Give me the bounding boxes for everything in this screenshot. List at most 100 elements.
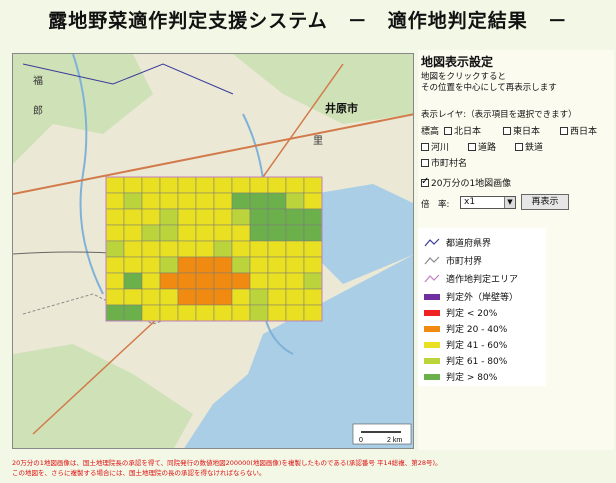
judgement-cell[interactable] [105, 256, 125, 274]
judgement-cell[interactable] [123, 176, 143, 194]
judgement-cell[interactable] [213, 240, 233, 258]
judgement-cell[interactable] [141, 224, 161, 242]
judgement-cell[interactable] [249, 208, 269, 226]
judgement-cell[interactable] [285, 272, 305, 290]
judgement-cell[interactable] [285, 176, 305, 194]
judgement-cell[interactable] [105, 240, 125, 258]
layer-checkbox-road[interactable]: 道路 [468, 140, 496, 153]
judgement-cell[interactable] [159, 304, 179, 322]
judgement-cell[interactable] [303, 192, 323, 210]
judgement-cell[interactable] [231, 240, 251, 258]
judgement-cell[interactable] [249, 304, 269, 322]
judgement-cell[interactable] [231, 192, 251, 210]
judgement-cell[interactable] [141, 192, 161, 210]
judgement-cell[interactable] [195, 240, 215, 258]
judgement-cell[interactable] [105, 304, 125, 322]
judgement-cell[interactable] [123, 240, 143, 258]
checkbox[interactable] [515, 142, 523, 151]
judgement-cell[interactable] [159, 176, 179, 194]
judgement-cell[interactable] [213, 304, 233, 322]
judgement-cell[interactable] [285, 256, 305, 274]
judgement-cell[interactable] [303, 240, 323, 258]
layer-checkbox-north[interactable]: 北日本 [444, 124, 481, 137]
judgement-cell[interactable] [285, 240, 305, 258]
judgement-cell[interactable] [267, 304, 287, 322]
judgement-cell[interactable] [249, 224, 269, 242]
judgement-cell[interactable] [177, 224, 197, 242]
judgement-cell[interactable] [159, 192, 179, 210]
checkbox[interactable] [503, 126, 511, 135]
chevron-down-icon[interactable]: ▼ [504, 197, 515, 208]
judgement-cell[interactable] [249, 240, 269, 258]
judgement-cell[interactable] [303, 272, 323, 290]
judgement-cell[interactable] [267, 208, 287, 226]
judgement-cell[interactable] [195, 256, 215, 274]
judgement-cell[interactable] [267, 288, 287, 306]
judgement-cell[interactable] [159, 288, 179, 306]
layer-checkbox-river[interactable]: 河川 [421, 140, 449, 153]
judgement-cell[interactable] [285, 304, 305, 322]
checkbox[interactable] [560, 126, 568, 135]
judgement-cell[interactable] [249, 272, 269, 290]
judgement-cell[interactable] [267, 176, 287, 194]
judgement-cell[interactable] [267, 192, 287, 210]
judgement-cell[interactable] [231, 288, 251, 306]
judgement-cell[interactable] [177, 288, 197, 306]
judgement-cell[interactable] [177, 256, 197, 274]
checkbox[interactable] [421, 176, 429, 187]
judgement-cell[interactable] [123, 272, 143, 290]
judgement-cell[interactable] [213, 288, 233, 306]
map-view[interactable]: 井原市 福 郎 里 0 2 km [12, 53, 414, 449]
judgement-cell[interactable] [123, 256, 143, 274]
judgement-cell[interactable] [159, 256, 179, 274]
judgement-cell[interactable] [105, 272, 125, 290]
judgement-cell[interactable] [177, 240, 197, 258]
judgement-cell[interactable] [231, 272, 251, 290]
judgement-cell[interactable] [177, 304, 197, 322]
judgement-cell[interactable] [123, 288, 143, 306]
judgement-cell[interactable] [195, 288, 215, 306]
judgement-cell[interactable] [159, 224, 179, 242]
checkbox[interactable] [444, 126, 452, 135]
judgement-cell[interactable] [303, 176, 323, 194]
judgement-cell[interactable] [213, 176, 233, 194]
scale-select[interactable]: x1 ▼ [460, 196, 516, 209]
layer-checkbox-east[interactable]: 東日本 [503, 124, 540, 137]
layer-checkbox-railway[interactable]: 鉄道 [515, 140, 543, 153]
judgement-cell[interactable] [105, 224, 125, 242]
redraw-button[interactable]: 再表示 [521, 194, 569, 210]
judgement-cell[interactable] [195, 224, 215, 242]
judgement-cell[interactable] [267, 224, 287, 242]
judgement-cell[interactable] [285, 288, 305, 306]
layer-checkbox-west[interactable]: 西日本 [560, 124, 597, 137]
checkbox[interactable] [421, 158, 429, 167]
judgement-cell[interactable] [159, 272, 179, 290]
judgement-cell[interactable] [231, 224, 251, 242]
judgement-cell[interactable] [303, 208, 323, 226]
judgement-cell[interactable] [249, 288, 269, 306]
judgement-cell[interactable] [303, 288, 323, 306]
judgement-cell[interactable] [285, 192, 305, 210]
judgement-cell[interactable] [177, 176, 197, 194]
judgement-cell[interactable] [267, 240, 287, 258]
judgement-cell[interactable] [231, 256, 251, 274]
judgement-cell[interactable] [267, 256, 287, 274]
checkbox[interactable] [468, 142, 476, 151]
judgement-cell[interactable] [105, 208, 125, 226]
judgement-cell[interactable] [159, 208, 179, 226]
judgement-cell[interactable] [123, 304, 143, 322]
judgement-cell[interactable] [141, 256, 161, 274]
judgement-cell[interactable] [303, 224, 323, 242]
judgement-cell[interactable] [213, 224, 233, 242]
judgement-cell[interactable] [267, 272, 287, 290]
judgement-cell[interactable] [159, 240, 179, 258]
judgement-cell[interactable] [303, 256, 323, 274]
layer-checkbox-base-map[interactable]: 20万分の1地図画像 [421, 176, 511, 189]
judgement-cell[interactable] [141, 272, 161, 290]
judgement-cell[interactable] [231, 304, 251, 322]
judgement-cell[interactable] [141, 176, 161, 194]
judgement-cell[interactable] [141, 288, 161, 306]
judgement-cell[interactable] [105, 176, 125, 194]
judgement-cell[interactable] [285, 224, 305, 242]
judgement-cell[interactable] [213, 192, 233, 210]
